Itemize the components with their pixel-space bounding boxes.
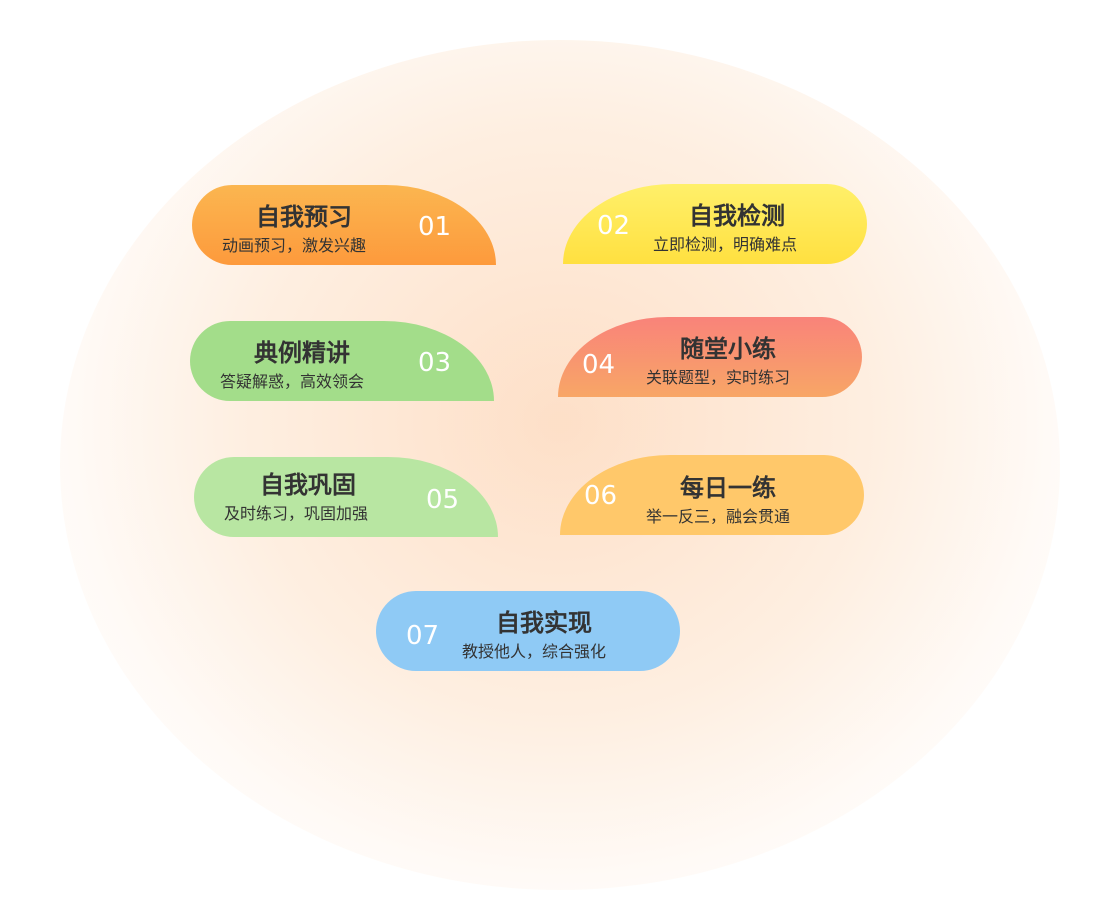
step-number: 02 [597, 211, 631, 241]
step-card-01: 自我预习 动画预习，激发兴趣 01 [192, 185, 496, 265]
step-number: 01 [418, 212, 452, 242]
step-card-04: 04 随堂小练 关联题型，实时练习 [558, 317, 862, 397]
step-title: 自我检测 [689, 202, 785, 230]
step-number: 03 [418, 348, 452, 378]
step-subtitle: 举一反三，融会贯通 [646, 507, 791, 526]
step-card-03: 典例精讲 答疑解惑，高效领会 03 [190, 321, 494, 401]
step-card-07: 07 自我实现 教授他人，综合强化 [376, 591, 680, 671]
step-subtitle: 答疑解惑，高效领会 [220, 372, 365, 391]
step-subtitle: 教授他人，综合强化 [462, 642, 607, 661]
step-card-02: 02 自我检测 立即检测，明确难点 [563, 184, 867, 264]
step-title: 每日一练 [680, 474, 776, 502]
step-card-06: 06 每日一练 举一反三，融会贯通 [560, 455, 864, 535]
step-card-05: 自我巩固 及时练习，巩固加强 05 [194, 457, 498, 537]
step-title: 典例精讲 [254, 339, 350, 367]
step-number: 04 [582, 350, 616, 380]
step-number: 05 [426, 485, 460, 515]
step-number: 06 [584, 481, 618, 511]
step-subtitle: 及时练习，巩固加强 [224, 504, 369, 523]
step-title: 随堂小练 [680, 335, 776, 363]
step-number: 07 [406, 621, 440, 651]
step-title: 自我巩固 [260, 471, 356, 499]
step-subtitle: 动画预习，激发兴趣 [222, 236, 367, 255]
step-subtitle: 立即检测，明确难点 [653, 235, 798, 254]
step-title: 自我预习 [256, 203, 352, 231]
step-subtitle: 关联题型，实时练习 [646, 368, 791, 387]
step-title: 自我实现 [496, 609, 592, 637]
